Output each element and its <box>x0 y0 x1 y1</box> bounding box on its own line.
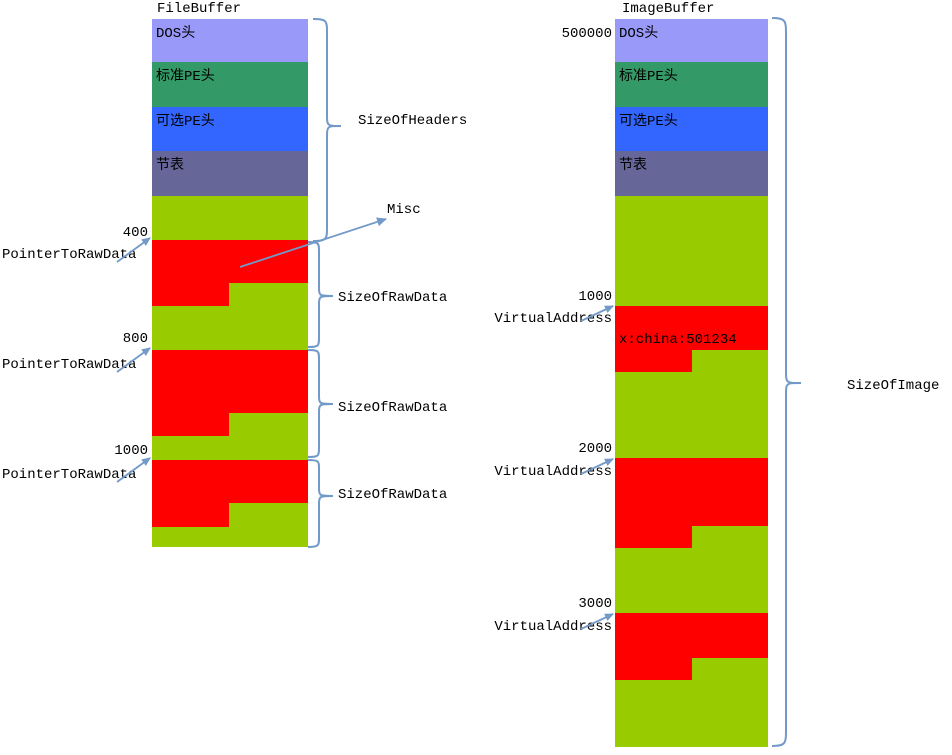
virtual-address-label-3: VirtualAddress <box>494 619 612 635</box>
file-buffer-section1-raw-data <box>152 240 308 283</box>
pointer-to-raw-data-label-1: PointerToRawData <box>2 247 137 263</box>
optional-pe-header-label: 可选PE头 <box>156 114 215 130</box>
file-buffer-standard-pe-header-block: 标准PE头 <box>152 62 308 107</box>
image-buffer-optional-pe-header-block: 可选PE头 <box>615 107 768 151</box>
pointer-arrow-1 <box>116 237 151 263</box>
file-buffer-section2-raw-data <box>152 350 308 413</box>
size-of-image-label: SizeOfImage <box>847 378 940 394</box>
standard-pe-header-label: 标准PE头 <box>156 69 215 85</box>
inline-note: x:china:501234 <box>619 332 737 348</box>
misc-label: Misc <box>387 202 421 218</box>
virtual-address-label-1: VirtualAddress <box>494 311 612 327</box>
image-buffer-standard-pe-header-block: 标准PE头 <box>615 62 768 107</box>
file-buffer-section3-raw-data <box>152 460 308 503</box>
virtual-address-arrow-1 <box>580 305 614 322</box>
image-offset-1000: 1000 <box>578 289 612 305</box>
image-buffer-section1-data-tail <box>615 350 692 372</box>
size-of-raw-data-label-1: SizeOfRawData <box>338 290 448 306</box>
size-of-raw-data-brace-2 <box>307 349 334 458</box>
image-buffer-section2-data <box>615 458 768 526</box>
image-offset-2000: 2000 <box>578 441 612 457</box>
image-buffer-section2-data-tail <box>615 526 692 548</box>
optional-pe-header-label: 可选PE头 <box>619 114 678 130</box>
standard-pe-header-label: 标准PE头 <box>619 69 678 85</box>
image-offset-3000: 3000 <box>578 596 612 612</box>
file-offset-400: 400 <box>122 225 148 241</box>
image-base-address: 500000 <box>561 26 612 42</box>
file-offset-1000: 1000 <box>114 443 148 459</box>
image-buffer-section3-data <box>615 613 768 658</box>
file-offset-800: 800 <box>122 331 148 347</box>
file-buffer-section-table-block: 节表 <box>152 151 308 196</box>
file-buffer-section1-raw-data-tail <box>152 283 229 306</box>
file-buffer-section2-raw-data-tail <box>152 413 229 436</box>
file-buffer-optional-pe-header-block: 可选PE头 <box>152 107 308 151</box>
pointer-to-raw-data-label-2: PointerToRawData <box>2 357 137 373</box>
image-buffer-section3-data-tail <box>615 658 692 680</box>
pointer-arrow-3 <box>116 457 151 483</box>
file-buffer-dos-header-block: DOS头 <box>152 19 308 62</box>
size-of-raw-data-brace-3 <box>307 459 334 548</box>
section-table-label: 节表 <box>619 158 647 174</box>
file-buffer-title: FileBuffer <box>157 1 242 17</box>
size-of-headers-label: SizeOfHeaders <box>358 113 468 129</box>
dos-header-label: DOS头 <box>619 26 659 42</box>
virtual-address-arrow-3 <box>580 613 614 630</box>
size-of-image-brace <box>771 17 802 747</box>
size-of-raw-data-label-3: SizeOfRawData <box>338 487 448 503</box>
image-buffer-title: ImageBuffer <box>622 1 715 17</box>
virtual-address-label-2: VirtualAddress <box>494 464 612 480</box>
image-buffer-section1-data <box>615 306 768 350</box>
image-buffer-section-table-block: 节表 <box>615 151 768 196</box>
pointer-to-raw-data-label-3: PointerToRawData <box>2 467 137 483</box>
section-table-label: 节表 <box>156 158 184 174</box>
image-buffer-dos-header-block: DOS头 <box>615 19 768 62</box>
size-of-raw-data-label-2: SizeOfRawData <box>338 400 448 416</box>
virtual-address-arrow-2 <box>580 458 614 475</box>
file-buffer-section3-raw-data-tail <box>152 503 229 527</box>
dos-header-label: DOS头 <box>156 26 196 42</box>
size-of-headers-brace <box>312 18 342 242</box>
size-of-raw-data-brace-1 <box>307 241 334 348</box>
pointer-arrow-2 <box>116 347 151 373</box>
misc-arrow <box>239 217 387 268</box>
